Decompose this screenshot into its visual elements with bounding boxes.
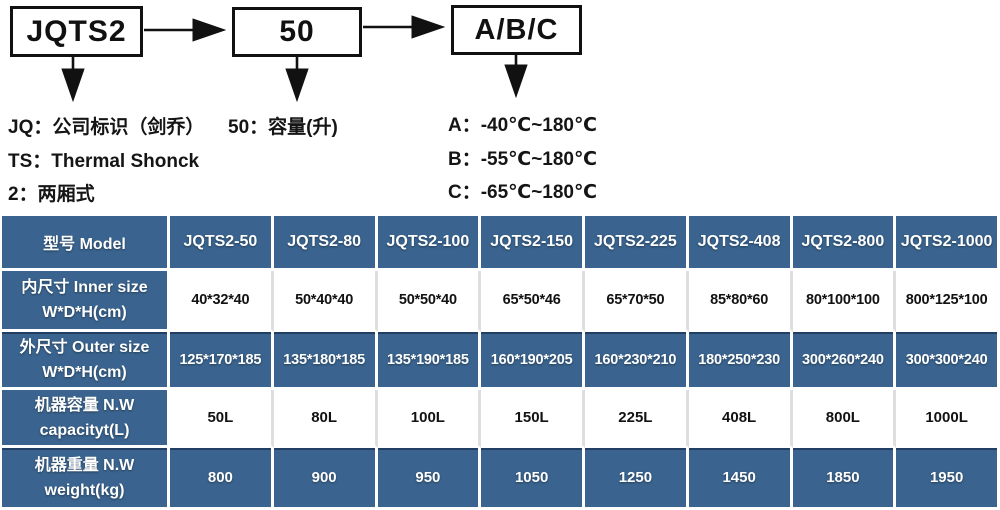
capacity-code-label: 50 [279, 15, 315, 48]
table-cell: 135*180*185 [273, 332, 378, 390]
row-label-inner-size: 内尺寸 Inner size W*D*H(cm) [0, 271, 170, 332]
table-cell: 800L [792, 390, 897, 448]
header-jqts2-225: JQTS2-225 [585, 214, 689, 271]
model-code-diagram: JQTS2 50 A/B/C JQ：公司标识（剑乔） TS：Thermal Sh… [0, 0, 1000, 214]
table-row-capacity: 机器容量 N.W capacityt(L) 50L 80L 100L 150L … [0, 390, 1000, 448]
header-jqts2-80: JQTS2-80 [273, 214, 378, 271]
header-jqts2-100: JQTS2-100 [377, 214, 482, 271]
header-jqts2-150: JQTS2-150 [481, 214, 585, 271]
note-2-two-zone: 2：两厢式 [8, 184, 95, 205]
table-cell: 300*260*240 [792, 332, 897, 390]
row-label-line2: weight(kg) [44, 481, 125, 499]
table-cell: 65*50*46 [481, 271, 585, 332]
row-label-capacity: 机器容量 N.W capacityt(L) [0, 390, 170, 448]
table-cell: 225L [585, 390, 689, 448]
table-cell: 950 [377, 448, 482, 510]
header-jqts2-800: JQTS2-800 [792, 214, 897, 271]
table-cell: 100L [377, 390, 482, 448]
arrow-connectors [61, 15, 528, 103]
table-cell: 135*190*185 [377, 332, 482, 390]
table-cell: 900 [273, 448, 378, 510]
header-jqts2-408: JQTS2-408 [688, 214, 793, 271]
note-50-capacity: 50：容量(升) [228, 117, 338, 138]
note-temp-range-b: B：-55℃~180℃ [448, 149, 597, 170]
table-cell: 50*50*40 [377, 271, 482, 332]
table-cell: 800 [170, 448, 274, 510]
table-cell: 300*300*240 [896, 332, 1000, 390]
table-cell: 150L [481, 390, 585, 448]
header-model-column: 型号 Model [0, 214, 170, 271]
header-jqts2-1000: JQTS2-1000 [896, 214, 1000, 271]
header-jqts2-50: JQTS2-50 [170, 214, 274, 271]
model-prefix-label: JQTS2 [26, 14, 127, 48]
row-label-outer-size: 外尺寸 Outer size W*D*H(cm) [0, 332, 170, 390]
note-ts-thermal-shock: TS：Thermal Shonck [8, 151, 200, 172]
table-cell: 1850 [792, 448, 897, 510]
row-label-weight: 机器重量 N.W weight(kg) [0, 448, 170, 510]
row-label-line2: W*D*H(cm) [42, 363, 127, 381]
note-temp-range-c: C：-65℃~180℃ [448, 182, 597, 203]
table-cell: 1000L [896, 390, 1000, 448]
row-label-line1: 机器容量 N.W [34, 396, 135, 414]
model-prefix-box: JQTS2 [10, 6, 143, 57]
table-cell: 1050 [481, 448, 585, 510]
row-label-line1: 外尺寸 Outer size [19, 338, 150, 356]
table-header-row: 型号 Model JQTS2-50 JQTS2-80 JQTS2-100 JQT… [0, 214, 1000, 271]
table-cell: 125*170*185 [170, 332, 274, 390]
row-label-line1: 机器重量 N.W [34, 456, 135, 474]
capacity-code-box: 50 [232, 7, 362, 57]
table-row-inner-size: 内尺寸 Inner size W*D*H(cm) 40*32*40 50*40*… [0, 271, 1000, 332]
table-cell: 65*70*50 [585, 271, 689, 332]
table-row-outer-size: 外尺寸 Outer size W*D*H(cm) 125*170*185 135… [0, 332, 1000, 390]
table-cell: 85*80*60 [688, 271, 793, 332]
table-cell: 80*100*100 [792, 271, 897, 332]
table-cell: 50*40*40 [273, 271, 378, 332]
table-cell: 160*190*205 [481, 332, 585, 390]
table-cell: 408L [688, 390, 793, 448]
table-cell: 800*125*100 [896, 271, 1000, 332]
table-cell: 40*32*40 [170, 271, 274, 332]
temp-grade-box: A/B/C [451, 5, 582, 55]
table-row-weight: 机器重量 N.W weight(kg) 800 900 950 1050 125… [0, 448, 1000, 510]
spec-table: 型号 Model JQTS2-50 JQTS2-80 JQTS2-100 JQT… [0, 214, 1000, 510]
note-temp-range-a: A：-40℃~180℃ [448, 115, 597, 136]
row-label-line1: 内尺寸 Inner size [21, 279, 148, 296]
table-cell: 160*230*210 [585, 332, 689, 390]
table-cell: 80L [273, 390, 378, 448]
table-cell: 50L [170, 390, 274, 448]
note-jq-company: JQ：公司标识（剑乔） [8, 117, 205, 138]
row-label-line2: capacityt(L) [39, 421, 130, 439]
table-cell: 1250 [585, 448, 689, 510]
temp-grade-label: A/B/C [474, 13, 559, 46]
table-cell: 1450 [688, 448, 793, 510]
table-cell: 1950 [896, 448, 1000, 510]
table-cell: 180*250*230 [688, 332, 793, 390]
row-label-line2: W*D*H(cm) [42, 304, 127, 321]
